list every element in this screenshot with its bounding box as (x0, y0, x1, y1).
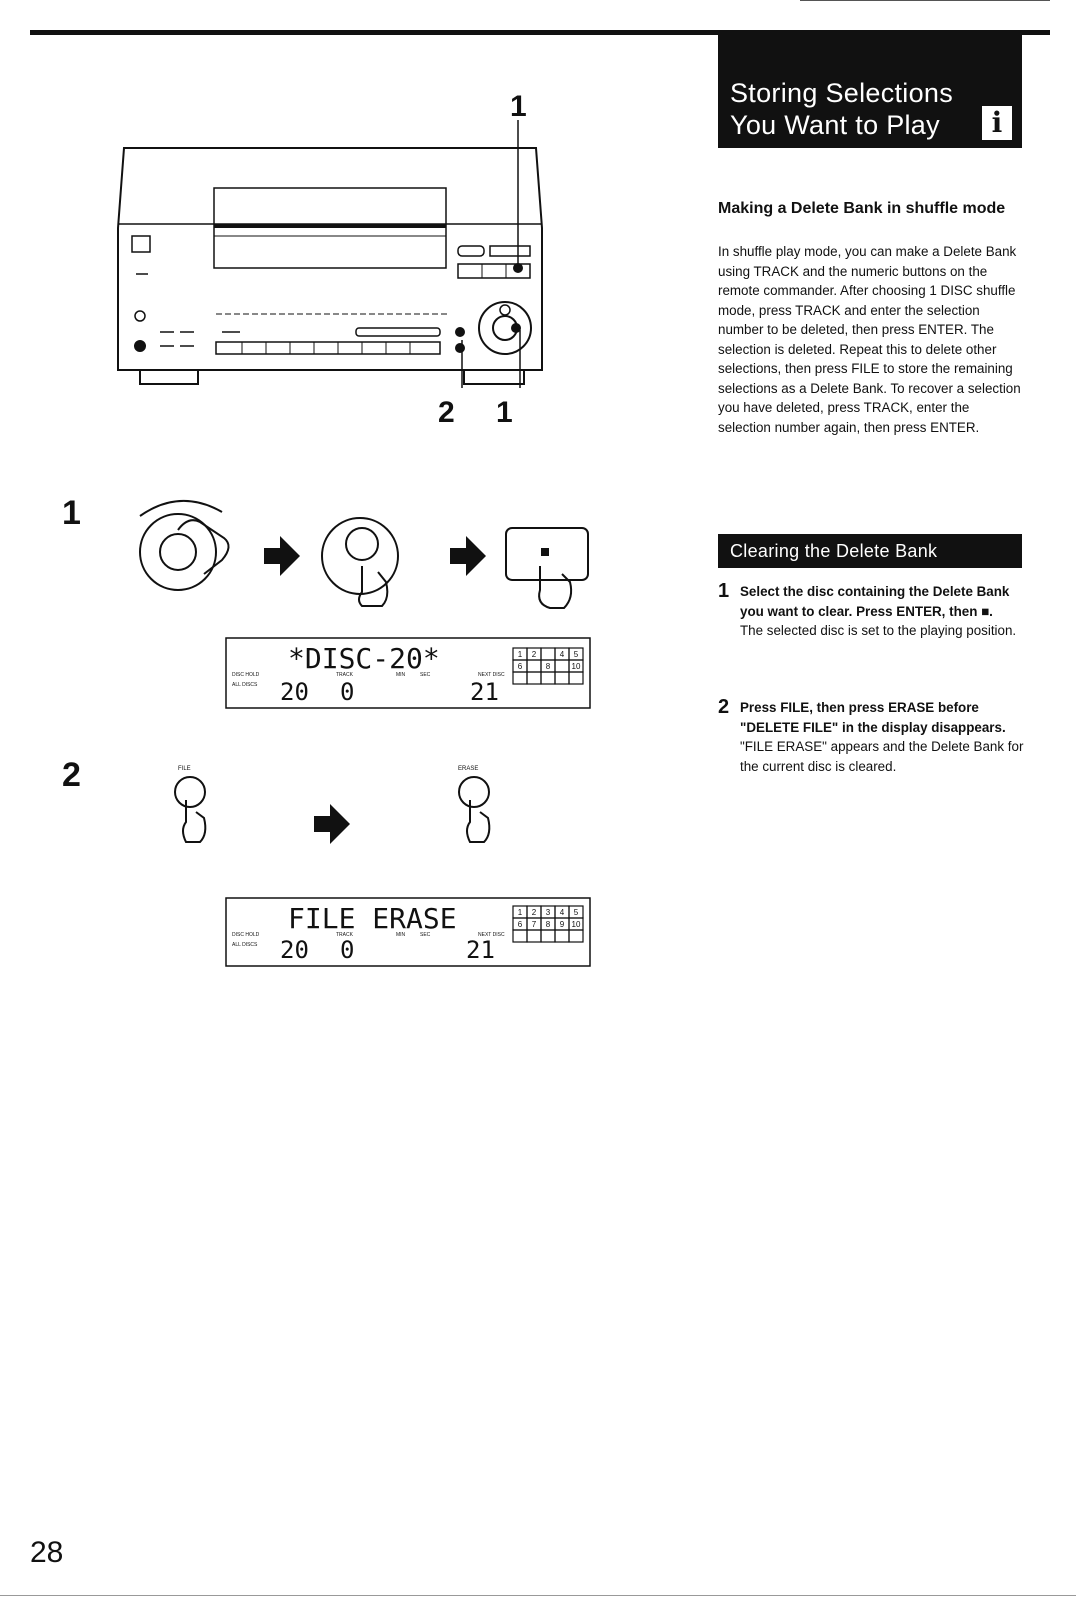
step-instruction: Select the disc containing the Delete Ba… (740, 584, 1010, 619)
disc-grid-cell (526, 929, 542, 943)
display1-label-all-discs: ALL DISCS (232, 682, 258, 688)
display2-track: 0 (340, 936, 354, 964)
section2-heading: Clearing the Delete Bank (718, 534, 1022, 568)
display2-label-disc-hold: DISC HOLD (232, 932, 260, 938)
display1-label-disc-hold: DISC HOLD (232, 672, 260, 678)
figure-step-1-label: 1 (62, 494, 81, 532)
disc-grid-cell (540, 647, 556, 661)
disc-grid-number: 6 (518, 662, 523, 671)
page-title-line1: Storing Selections (730, 78, 954, 108)
disc-grid-number: 8 (546, 920, 551, 929)
hand-icon (177, 519, 230, 575)
display1-disc: 20 (280, 678, 309, 706)
disc-grid-cell (554, 659, 570, 673)
page-title-box: Storing Selections You Want to Play i (718, 33, 1022, 148)
disc-grid-cell (526, 671, 542, 685)
cd-player (117, 147, 543, 371)
disc-grid-cell (526, 659, 542, 673)
power-icon (134, 310, 146, 322)
disc-grid-cell (512, 671, 528, 685)
step-1: 1 Select the disc containing the Delete … (718, 580, 1028, 641)
page-number: 28 (30, 1536, 64, 1569)
section1-heading: Making a Delete Bank in shuffle mode (718, 200, 1006, 217)
disc-grid-number: 4 (560, 908, 565, 917)
display1-track: 0 (340, 678, 354, 706)
section1-body: In shuffle play mode, you can make a Del… (718, 244, 1021, 435)
hand-icon (358, 566, 389, 607)
page-title-line2: You Want to Play (730, 110, 940, 140)
disc-grid-number: 4 (560, 650, 565, 659)
callout-1-bottom: 1 (496, 396, 513, 429)
disc-grid-cell (540, 671, 556, 685)
disc-grid-cell (568, 929, 584, 943)
hand-icon (466, 800, 491, 843)
disc-grid-number: 2 (532, 908, 537, 917)
jog-dial-turn (139, 513, 217, 591)
arrow-icon (314, 804, 350, 844)
display1-next-disc: 21 (470, 678, 499, 706)
disc-grid-cell (554, 671, 570, 685)
display-panel-2 (225, 897, 591, 967)
disc-grid-number: 5 (574, 650, 579, 659)
step-2: 2 Press FILE, then press ERASE before "D… (718, 696, 1028, 776)
display1-label-sec: SEC (420, 672, 431, 678)
display1-main: *DISC-20* (288, 642, 440, 675)
disc-grid-number: 1 (518, 908, 523, 917)
callout-2: 2 (438, 396, 455, 429)
step-result: "FILE ERASE" appears and the Delete Bank… (740, 739, 1024, 774)
corner-rule (800, 0, 1050, 1)
file-button (174, 776, 206, 808)
display2-label-track: TRACK (336, 932, 354, 938)
display2-label-next-disc: NEXT DISC (478, 932, 505, 938)
stop-button-panel (505, 527, 589, 581)
step-instruction: Press FILE, then press ERASE before "DEL… (740, 700, 1006, 735)
bottom-rule (0, 1595, 1076, 1596)
erase-button (458, 776, 490, 808)
disc-grid-cell (568, 671, 584, 685)
disc-grid-cell (554, 929, 570, 943)
arrow-icon (264, 536, 300, 576)
disc-grid-number: 5 (574, 908, 579, 917)
figure-step-2-label: 2 (62, 756, 81, 794)
illustration: 1 2 1 1 *DISC-20* DISC HOLD ALL DISCS TR… (62, 90, 591, 967)
jog-dial (478, 301, 532, 355)
display2-disc: 20 (280, 936, 309, 964)
disc-grid-number: 1 (518, 650, 523, 659)
display2-label-sec: SEC (420, 932, 431, 938)
disc-grid-number: 6 (518, 920, 523, 929)
disc-grid-number: 10 (572, 662, 581, 671)
hand-icon (538, 566, 573, 609)
step-result: The selected disc is set to the playing … (740, 623, 1017, 638)
disc-grid-number: 9 (560, 920, 565, 929)
top-rule (30, 30, 1050, 35)
display2-next-disc: 21 (466, 936, 495, 964)
arrow-icon (450, 536, 486, 576)
display1-label-min: MIN (396, 672, 406, 678)
display1-label-track: TRACK (336, 672, 354, 678)
display1-label-next-disc: NEXT DISC (478, 672, 505, 678)
disc-grid-number: 3 (546, 908, 551, 917)
disc-grid-number: 7 (532, 920, 537, 929)
step-number: 1 (718, 580, 730, 602)
hand-icon (182, 800, 207, 843)
info-icon: i (982, 106, 1012, 140)
display-panel-1 (225, 637, 591, 709)
stop-icon (541, 548, 549, 556)
display2-label-all-discs: ALL DISCS (232, 942, 258, 948)
disc-grid-number: 2 (532, 650, 537, 659)
disc-grid-cell (540, 929, 556, 943)
disc-grid-number: 10 (572, 920, 581, 929)
disc-grid-cell (512, 929, 528, 943)
erase-button-label: ERASE (458, 766, 478, 772)
file-button-label: FILE (178, 766, 191, 772)
display2-main: FILE ERASE (288, 902, 457, 935)
disc-grid-number: 8 (546, 662, 551, 671)
step-number: 2 (718, 696, 730, 718)
display2-label-min: MIN (396, 932, 406, 938)
callout-1-top: 1 (510, 90, 527, 123)
